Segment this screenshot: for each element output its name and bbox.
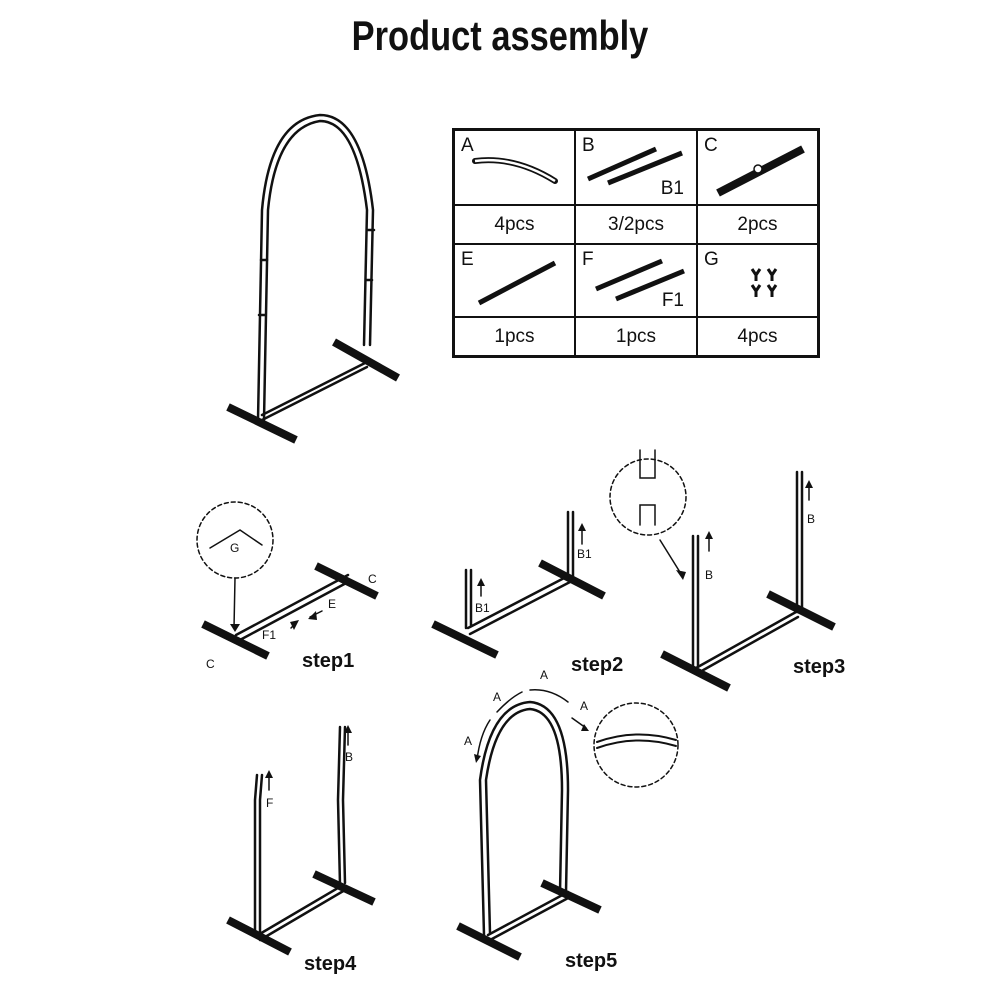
- part-qty-b: 3/2pcs: [576, 206, 698, 245]
- base-bar-icon: [716, 145, 805, 197]
- step4-figure: [253, 725, 349, 942]
- step4-label-f: F: [266, 796, 274, 810]
- part-cell-f: F F1: [576, 245, 698, 318]
- step2-label-b1-left: B1: [475, 601, 490, 615]
- step2-label-b1-right: B1: [577, 547, 592, 561]
- double-tube-icon: [595, 258, 685, 302]
- part-cell-b: B B1: [576, 131, 698, 206]
- step2-title: step2: [571, 654, 624, 676]
- part-cell-c: C: [698, 131, 817, 206]
- step3-figure: [609, 449, 810, 675]
- straight-tubes-icon: [586, 146, 683, 186]
- part-sublabel: F1: [661, 290, 684, 311]
- step3-label-b-left: B: [705, 568, 714, 582]
- part-cell-a: A: [455, 131, 576, 206]
- connector-icon: [750, 268, 778, 297]
- step5-figure: [476, 689, 679, 942]
- step4-label-b: B: [345, 750, 354, 764]
- step3-label-b-right: B: [807, 512, 816, 526]
- step5-label-a2: A: [493, 690, 502, 704]
- step1-label-c-right: C: [368, 572, 377, 586]
- part-letter: A: [461, 135, 474, 156]
- part-sublabel: B1: [660, 178, 684, 199]
- part-letter: C: [704, 135, 718, 156]
- step4-title: step4: [304, 953, 357, 975]
- part-qty-a: 4pcs: [455, 206, 576, 245]
- step1-label-c-left: C: [206, 657, 215, 671]
- page-title: Product assembly: [351, 12, 649, 59]
- step5-label-a4: A: [580, 699, 589, 713]
- parts-table: A B B1 C 4pcs 3/2pcs 2pcs E F F1: [452, 128, 820, 358]
- step1-title: step1: [302, 650, 355, 672]
- step3-title: step3: [793, 656, 846, 678]
- step1-figure: [196, 501, 352, 643]
- part-qty-e: 1pcs: [455, 318, 576, 355]
- part-letter: G: [704, 249, 719, 270]
- part-cell-e: E: [455, 245, 576, 318]
- single-tube-icon: [477, 260, 557, 306]
- part-letter: F: [582, 249, 594, 270]
- part-letter: B: [582, 135, 595, 156]
- step1-label-g: G: [230, 541, 240, 555]
- part-cell-g: G: [698, 245, 817, 318]
- part-qty-c: 2pcs: [698, 206, 817, 245]
- step2-figure: [464, 510, 583, 636]
- step1-label-f1: F1: [262, 628, 277, 642]
- step5-label-a1: A: [464, 734, 473, 748]
- assembled-arch-figure: [256, 113, 376, 422]
- part-qty-g: 4pcs: [737, 325, 778, 347]
- step1-label-e: E: [328, 597, 337, 611]
- part-qty-f: 1pcs: [576, 318, 698, 355]
- step5-title: step5: [565, 950, 618, 972]
- curved-tube-icon: [472, 157, 558, 184]
- step5-label-a3: A: [540, 668, 549, 682]
- part-letter: E: [461, 249, 474, 270]
